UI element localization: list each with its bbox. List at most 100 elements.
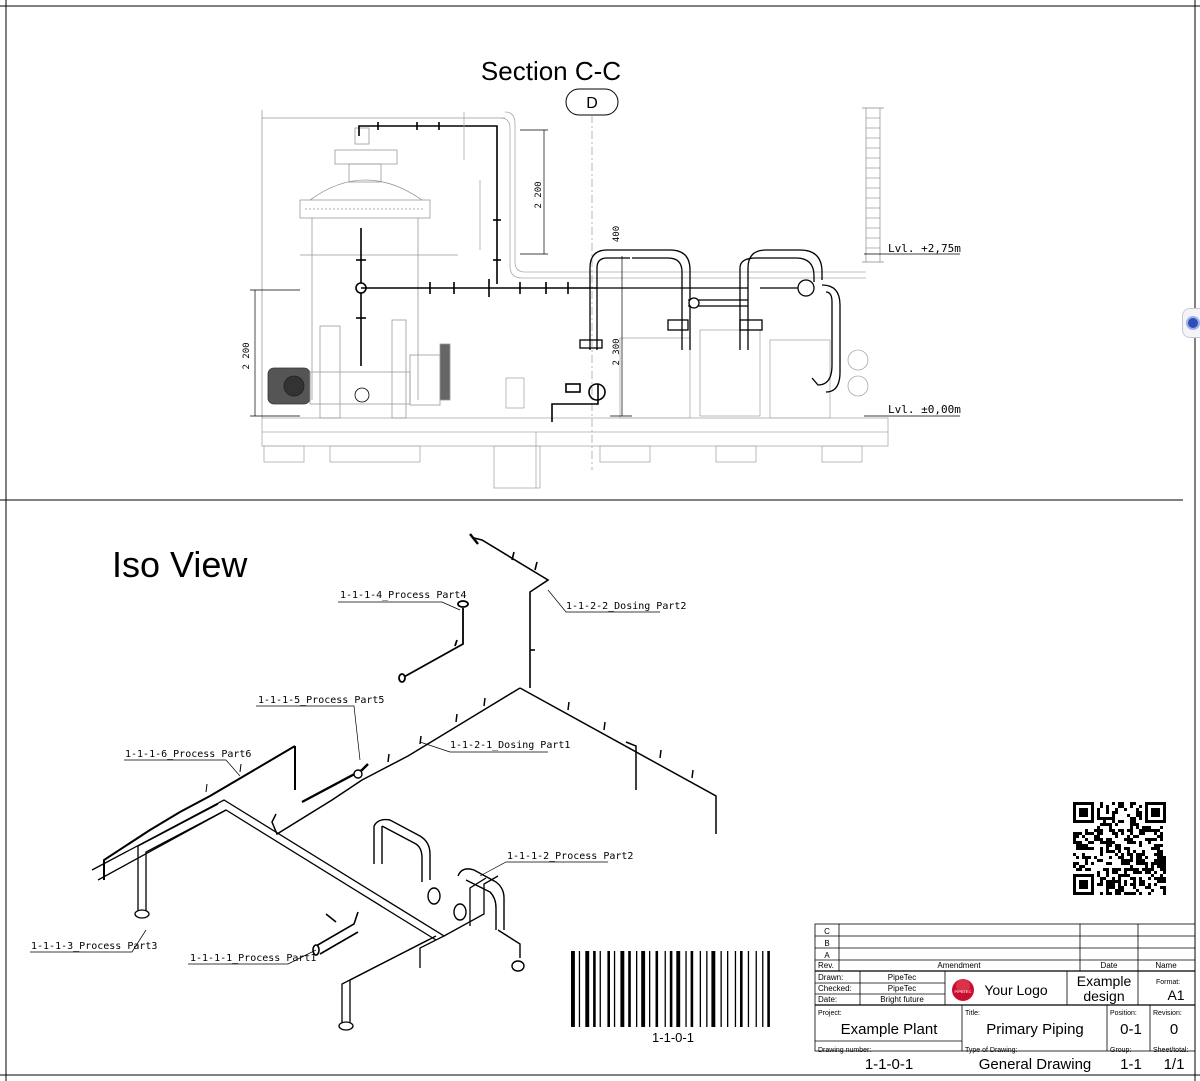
- qr-module: [1157, 862, 1160, 865]
- qr-module: [1121, 802, 1124, 805]
- qr-module: [1160, 838, 1163, 841]
- qr-module: [1133, 892, 1136, 895]
- qr-module: [1121, 820, 1124, 823]
- qr-module: [1109, 862, 1112, 865]
- qr-module: [1136, 853, 1139, 856]
- qr-module: [1163, 868, 1166, 871]
- qr-module: [1160, 859, 1163, 862]
- qr-module: [1103, 877, 1106, 880]
- qr-module: [1139, 805, 1142, 808]
- qr-module: [1073, 853, 1076, 856]
- qr-module: [1100, 838, 1103, 841]
- qr-module: [1124, 862, 1127, 865]
- barcode-bar: [585, 951, 590, 1027]
- qr-module: [1139, 844, 1142, 847]
- qr-module: [1100, 823, 1103, 826]
- qr-module: [1127, 868, 1130, 871]
- qr-module: [1163, 877, 1166, 880]
- qr-module: [1163, 856, 1166, 859]
- qr-module: [1133, 802, 1136, 805]
- rev-header: Rev.: [818, 961, 834, 970]
- barcode-text: 1-1-0-1: [652, 1030, 694, 1045]
- qr-module: [1124, 883, 1127, 886]
- qr-module: [1115, 868, 1118, 871]
- qr-module: [1151, 865, 1154, 868]
- qr-module: [1112, 829, 1115, 832]
- qr-module: [1136, 823, 1139, 826]
- qr-module: [1127, 892, 1130, 895]
- qr-module: [1157, 853, 1160, 856]
- floating-assistant-button[interactable]: [1182, 308, 1200, 338]
- qr-module: [1085, 847, 1088, 850]
- qr-module: [1118, 856, 1121, 859]
- qr-module: [1112, 850, 1115, 853]
- qr-module: [1139, 853, 1142, 856]
- qr-module: [1142, 880, 1145, 883]
- revision-label: Revision:: [1153, 1010, 1182, 1017]
- name-header: Name: [1155, 961, 1177, 970]
- label-process-part4: 1-1-1-4_Process Part4: [340, 590, 466, 601]
- qr-module: [1100, 892, 1103, 895]
- qr-module: [1154, 853, 1157, 856]
- qr-module: [1085, 868, 1088, 871]
- barcode-bar: [593, 951, 596, 1027]
- qr-module: [1076, 844, 1079, 847]
- level-bottom: Lvl. ±0,00m: [888, 403, 961, 416]
- qr-module: [1076, 862, 1079, 865]
- qr-module: [1124, 847, 1127, 850]
- qr-module: [1160, 868, 1163, 871]
- barcode-bar: [641, 951, 646, 1027]
- qr-module: [1130, 892, 1133, 895]
- qr-module: [1097, 871, 1100, 874]
- checked-value: PipeTec: [888, 984, 916, 993]
- qr-module: [1148, 829, 1151, 832]
- qr-module: [1154, 829, 1157, 832]
- barcode-bar: [734, 951, 737, 1027]
- qr-module: [1160, 853, 1163, 856]
- qr-module: [1151, 868, 1154, 871]
- label-process-part6: 1-1-1-6_Process Part6: [125, 749, 251, 760]
- barcode-bar: [676, 951, 681, 1027]
- qr-module: [1163, 865, 1166, 868]
- qr-module: [1154, 847, 1157, 850]
- qr-module: [1163, 886, 1166, 889]
- vessel: [261, 110, 505, 418]
- qr-module: [1127, 841, 1130, 844]
- qr-module: [1139, 883, 1142, 886]
- drawn-value: PipeTec: [888, 973, 916, 982]
- qr-module: [1130, 853, 1133, 856]
- qr-module: [1136, 826, 1139, 829]
- qr-module: [1133, 823, 1136, 826]
- section-title: Section C-C: [481, 56, 621, 86]
- qr-module: [1085, 862, 1088, 865]
- qr-module: [1148, 886, 1151, 889]
- qr-module: [1100, 877, 1103, 880]
- qr-module: [1082, 835, 1085, 838]
- type-value: General Drawing: [979, 1056, 1092, 1073]
- type-label: Type of Drawing:: [965, 1047, 1018, 1054]
- qr-module: [1106, 874, 1109, 877]
- qr-module: [1151, 829, 1154, 832]
- qr-module: [1112, 817, 1115, 820]
- pump-skid: [267, 319, 451, 419]
- qr-module: [1145, 856, 1148, 859]
- qr-module: [1079, 847, 1082, 850]
- position-value: 0-1: [1120, 1021, 1142, 1038]
- iso-process-part2: [373, 818, 525, 972]
- dimension-400: 400: [612, 226, 622, 242]
- qr-module: [1133, 886, 1136, 889]
- qr-module: [1145, 862, 1148, 865]
- qr-module: [1142, 859, 1145, 862]
- barcode-bar: [690, 951, 694, 1027]
- format-label: Format:: [1156, 979, 1180, 986]
- qr-module: [1139, 856, 1142, 859]
- qr-module: [1073, 862, 1076, 865]
- qr-module: [1118, 802, 1121, 805]
- qr-module: [1106, 850, 1109, 853]
- qr-module: [1115, 832, 1118, 835]
- qr-module: [1124, 859, 1127, 862]
- qr-module: [1085, 829, 1088, 832]
- qr-module: [1085, 844, 1088, 847]
- qr-module: [1100, 832, 1103, 835]
- qr-module: [1148, 871, 1151, 874]
